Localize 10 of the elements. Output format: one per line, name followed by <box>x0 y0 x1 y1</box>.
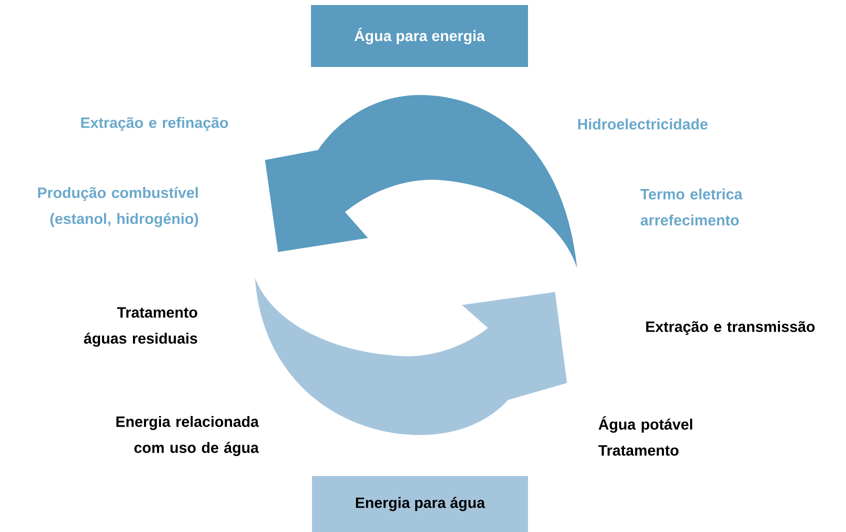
label-text: Produção combustível (estanol, hidrogénio) <box>38 186 198 228</box>
label-text: Energia relacionada com uso de água <box>116 416 259 456</box>
title-box: Água para energia <box>311 5 528 67</box>
label-text: Tratamento águas residuais <box>84 307 198 347</box>
title-box: Energia para água <box>312 476 528 532</box>
label-text: Água potável Tratamento <box>598 416 692 456</box>
label-text: Hidroelectricidade <box>578 118 708 130</box>
label-text: Extração e refinação <box>81 117 228 131</box>
label-text: Extração e transmissão <box>646 321 815 335</box>
label-text: Termo eletrica arrefecimento <box>640 188 743 226</box>
